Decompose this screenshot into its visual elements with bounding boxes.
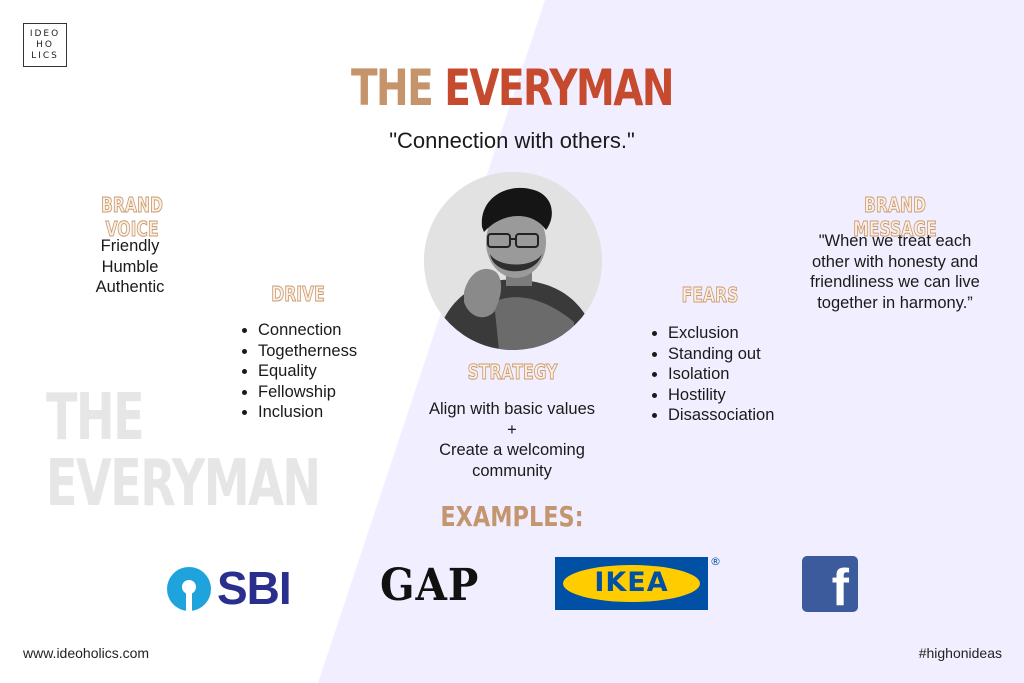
- brand-message-line: friendliness we can live: [810, 273, 980, 291]
- portrait-photo: [424, 172, 602, 350]
- strategy-text: Align with basic values + Create a welco…: [392, 399, 632, 481]
- fears-item: Hostility: [668, 385, 810, 406]
- page-title: THE EVERYMAN: [113, 58, 912, 118]
- strategy-line: Create a welcoming: [439, 441, 585, 459]
- gap-logo-text: GAP: [380, 560, 480, 611]
- title-word-the: THE: [351, 59, 434, 117]
- brand-message-line: other with honesty and: [811, 252, 979, 271]
- brand-message-text: "When we treat each other with honesty a…: [795, 231, 995, 313]
- watermark-line: EVERYMAN: [46, 447, 321, 521]
- logo-text-line: HO: [36, 40, 54, 50]
- fears-list: Exclusion Standing out Isolation Hostili…: [650, 323, 810, 426]
- tagline: "Connection with others.": [389, 128, 635, 153]
- fears-item: Standing out: [668, 344, 810, 365]
- watermark-text: THE EVERYMAN: [46, 381, 321, 521]
- sbi-logo[interactable]: SBI: [165, 562, 305, 614]
- strategy-plus: +: [507, 420, 517, 439]
- strategy-heading: STRATEGY: [467, 360, 558, 385]
- logo-text-line: LICS: [31, 51, 59, 61]
- ikea-logo-text: IKEA: [594, 567, 669, 598]
- brand-voice-item: Humble: [101, 257, 159, 276]
- logo-text-line: IDEO: [29, 29, 61, 39]
- brand-voice-item: Friendly: [100, 237, 160, 255]
- brand-voice-list: Friendly Humble Authentic: [60, 236, 200, 298]
- ideoholics-logo[interactable]: IDEO HO LICS: [23, 23, 67, 67]
- gap-logo[interactable]: GAP: [380, 560, 480, 616]
- portrait-illustration: [424, 172, 602, 350]
- website-link[interactable]: www.ideoholics.com: [23, 645, 150, 661]
- ikea-registered-mark: ®: [710, 555, 721, 568]
- fears-item: Isolation: [668, 364, 810, 385]
- hashtag-text: #highonideas: [918, 645, 1002, 661]
- facebook-f-icon: f: [831, 559, 849, 617]
- fears-heading: FEARS: [681, 283, 739, 308]
- sbi-logo-icon: [167, 567, 211, 611]
- ikea-logo[interactable]: IKEA: [555, 557, 708, 610]
- drive-heading: DRIVE: [271, 282, 325, 307]
- brand-voice-item: Authentic: [95, 278, 165, 296]
- sbi-logo-text: SBI: [217, 562, 292, 614]
- strategy-line: Align with basic values: [429, 400, 595, 418]
- watermark-line: THE: [46, 381, 145, 455]
- drive-item: Equality: [258, 361, 390, 382]
- brand-message-line: "When we treat each: [818, 232, 972, 250]
- ikea-logo-oval: [563, 565, 700, 602]
- drive-item: Togetherness: [258, 341, 390, 362]
- drive-item: Connection: [258, 320, 390, 341]
- fears-item: Exclusion: [668, 323, 810, 344]
- brand-message-heading: BRAND MESSAGE: [853, 193, 937, 242]
- brand-message-line: together in harmony.”: [817, 293, 973, 312]
- fears-item: Disassociation: [668, 405, 810, 426]
- facebook-logo[interactable]: f: [802, 556, 858, 617]
- drive-item: Fellowship: [258, 382, 390, 403]
- drive-item: Inclusion: [258, 402, 390, 423]
- title-word-everyman: EVERYMAN: [444, 59, 674, 117]
- brand-voice-heading: BRAND VOICE: [101, 193, 164, 242]
- strategy-line: community: [472, 461, 552, 480]
- examples-heading: EXAMPLES:: [440, 500, 584, 533]
- drive-list: Connection Togetherness Equality Fellows…: [240, 320, 390, 423]
